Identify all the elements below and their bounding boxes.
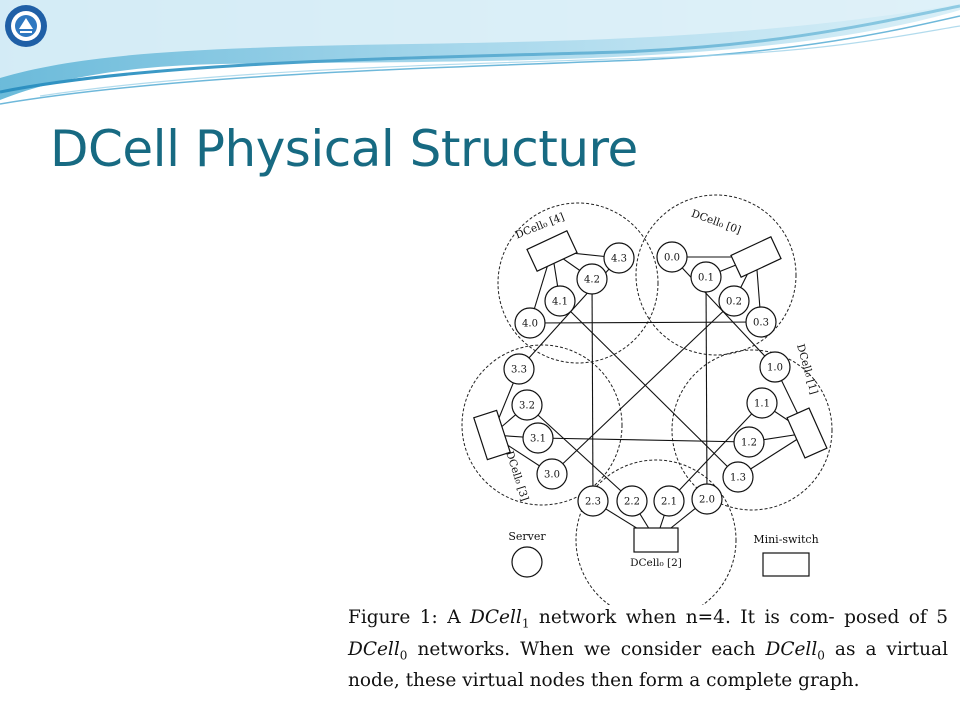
server-node-label: 0.0	[664, 253, 680, 264]
mini-switch-1	[786, 407, 828, 459]
server-node	[722, 461, 754, 493]
server-link	[668, 402, 763, 502]
server-link	[591, 278, 594, 502]
server-node	[511, 389, 543, 421]
server-node	[577, 485, 609, 517]
server-node-label: 4.3	[611, 254, 627, 265]
server-node	[690, 261, 722, 293]
legend-server-icon	[511, 546, 543, 578]
server-node-label: 3.3	[511, 365, 527, 376]
dcell0-label-2: DCell₀ [2]	[630, 557, 682, 569]
university-logo	[5, 5, 47, 47]
server-node-label: 4.1	[552, 297, 568, 308]
server-node-label: 2.1	[661, 497, 677, 508]
server-node	[544, 285, 576, 317]
server-node	[759, 351, 791, 383]
server-node-label: 2.3	[585, 497, 601, 508]
server-node-label: 4.2	[584, 275, 600, 286]
server-node-label: 2.0	[699, 495, 715, 506]
dcell-figure: DCell₀ [0]DCell₀ [1]DCell₀ [2]DCell₀ [3]…	[312, 185, 960, 720]
dcell0-boundary-0	[635, 194, 797, 356]
server-node-label: 1.0	[767, 363, 783, 374]
server-node-label: 3.0	[544, 470, 560, 481]
dcell0-boundary-2	[575, 459, 737, 605]
caption-fig-label: Figure 1:	[348, 607, 438, 628]
server-node	[514, 307, 546, 339]
server-node	[503, 353, 535, 385]
server-link	[559, 300, 739, 478]
server-node-label: 4.0	[522, 319, 538, 330]
legend-switch-icon	[762, 552, 810, 577]
server-node-label: 2.2	[624, 497, 640, 508]
dcell-network-diagram: DCell₀ [0]DCell₀ [1]DCell₀ [2]DCell₀ [3]…	[461, 194, 833, 605]
server-node-label: 1.3	[730, 473, 746, 484]
server-node	[656, 241, 688, 273]
legend-switch-label: Mini-switch	[753, 533, 818, 546]
server-node	[691, 483, 723, 515]
dcell0-boundary-3	[461, 344, 623, 506]
server-node-label: 3.1	[530, 434, 546, 445]
server-node	[745, 306, 777, 338]
server-node	[653, 485, 685, 517]
server-node	[718, 285, 750, 317]
server-node	[522, 422, 554, 454]
legend-server-label: Server	[508, 530, 546, 543]
figure-caption: Figure 1: A DCell1 network when n=4. It …	[348, 607, 948, 692]
mini-switch-4	[526, 230, 578, 272]
header-wave-decoration	[0, 0, 960, 105]
server-node-label: 3.2	[519, 401, 535, 412]
server-node-label: 0.1	[698, 273, 714, 284]
server-node	[536, 458, 568, 490]
server-node-label: 1.1	[754, 399, 770, 410]
server-node	[616, 485, 648, 517]
server-link	[529, 321, 762, 324]
dcell0-label-0: DCell₀ [0]	[690, 208, 743, 237]
server-link	[705, 276, 708, 500]
server-node	[576, 263, 608, 295]
mini-switch-2	[633, 527, 679, 553]
mini-switch-0	[730, 236, 782, 278]
server-node-label: 0.3	[753, 318, 769, 329]
dcell0-boundary-4	[497, 202, 659, 364]
slide-title: DCell Physical Structure	[50, 120, 638, 178]
server-link	[537, 437, 750, 443]
server-node	[603, 242, 635, 274]
server-node	[733, 426, 765, 458]
mini-switch-3	[473, 409, 511, 461]
server-link	[551, 300, 735, 475]
server-link	[526, 404, 633, 502]
server-node-label: 0.2	[726, 297, 742, 308]
dcell0-boundary-1	[671, 349, 833, 511]
server-node	[746, 387, 778, 419]
server-node-label: 1.2	[741, 438, 757, 449]
dcell0-label-1: DCell₀ [1]	[794, 343, 820, 396]
